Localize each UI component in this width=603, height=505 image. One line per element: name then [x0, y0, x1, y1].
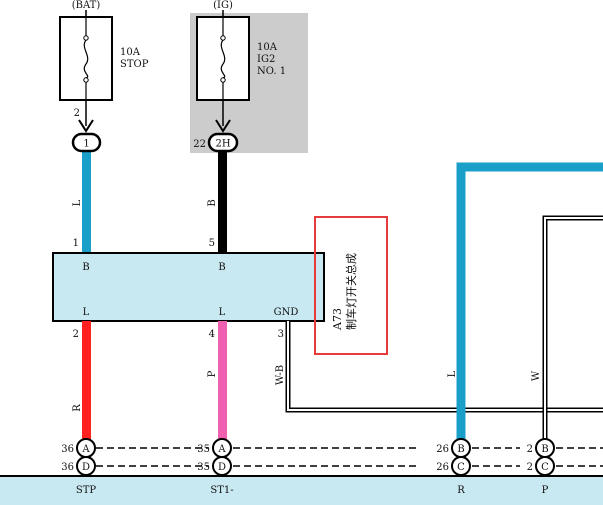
switch-terminal-l2: L — [83, 307, 90, 318]
switch-terminal-b1: B — [82, 262, 89, 273]
wire-color-gnd: W-B — [275, 365, 286, 385]
terminal-stp: STP — [76, 485, 97, 496]
ig-connector-pin: 2H — [215, 139, 230, 150]
connector-circle-c-26: C — [451, 456, 471, 476]
wire-color-right-blue: L — [447, 370, 458, 377]
ig-connector — [207, 132, 239, 153]
stop-fuse — [59, 10, 113, 101]
connector-circle-a-35: A — [212, 438, 232, 458]
connector-num: 2 — [527, 444, 533, 455]
connector-circle-a-36: A — [76, 438, 96, 458]
switch-code: A73 — [331, 308, 344, 331]
stop-fuse-name: STOP — [120, 59, 149, 70]
wire-middle-lower — [218, 321, 227, 441]
connector-num: 35 — [197, 444, 210, 455]
wire-left-upper — [82, 150, 91, 253]
connector-circle-d-35: D — [212, 456, 232, 476]
svg-text:A: A — [217, 444, 226, 455]
arrow-down-icon — [215, 119, 231, 133]
wire-gnd — [285, 321, 603, 413]
switch-terminal-l4: L — [219, 307, 226, 318]
wire-right-blue — [456, 162, 603, 441]
wire-color-middle-lower: P — [207, 370, 218, 377]
switch-terminal-b5: B — [218, 262, 225, 273]
ig2-fuse-pin: 22 — [193, 139, 206, 150]
terminal-r: R — [457, 485, 465, 496]
terminal-st1: ST1- — [210, 485, 233, 496]
ig2-fuse — [196, 10, 250, 101]
wire-color-left-upper: L — [72, 199, 83, 206]
stop-fuse-pin: 2 — [74, 108, 80, 119]
connector-dashes — [96, 447, 603, 467]
stop-lamp-switch — [52, 252, 325, 322]
wire-color-left-lower: R — [72, 404, 83, 412]
svg-text:B: B — [457, 444, 464, 455]
connector-num: 26 — [436, 444, 449, 455]
ig-source-label: (IG) — [213, 0, 233, 11]
switch-pin-1: 1 — [73, 238, 79, 249]
bat-source-label: (BAT) — [72, 0, 101, 11]
connector-num: 36 — [61, 444, 74, 455]
ig2-fuse-rating: 10A — [257, 42, 278, 53]
svg-text:C: C — [457, 462, 465, 473]
connector-circle-b-2: B — [535, 438, 555, 458]
highlight-box — [314, 216, 388, 355]
terminal-p: P — [542, 485, 549, 496]
switch-pin-5: 5 — [209, 238, 215, 249]
wire-color-right-white: W — [531, 370, 542, 381]
svg-text:C: C — [541, 462, 549, 473]
bat-connector-pin: 1 — [83, 139, 89, 150]
svg-text:B: B — [541, 444, 548, 455]
connector-num: 35 — [197, 462, 210, 473]
connector-num: 26 — [436, 462, 449, 473]
connector-num: 36 — [61, 462, 74, 473]
wire-middle-upper — [218, 150, 227, 253]
wire-left-lower — [82, 321, 91, 441]
connector-circle-d-36: D — [76, 456, 96, 476]
switch-pin-2: 2 — [73, 329, 79, 340]
connector-circle-b-26: B — [451, 438, 471, 458]
bottom-module — [0, 475, 603, 505]
wire-color-middle-upper: B — [207, 199, 218, 206]
bat-connector — [71, 132, 102, 153]
ig2-fuse-name-line1: IG2 — [257, 54, 275, 65]
arrow-down-icon — [78, 119, 94, 133]
svg-text:D: D — [82, 462, 90, 473]
connector-num: 2 — [527, 462, 533, 473]
svg-text:A: A — [81, 444, 90, 455]
connector-circle-c-2: C — [535, 456, 555, 476]
svg-text:D: D — [218, 462, 226, 473]
switch-name: 制车灯开关总成 — [344, 253, 358, 330]
switch-pin-3: 3 — [278, 329, 284, 340]
ig2-fuse-name-line2: NO. 1 — [257, 66, 286, 77]
switch-terminal-gnd: GND — [274, 307, 299, 318]
stop-fuse-rating: 10A — [120, 47, 141, 58]
switch-pin-4: 4 — [209, 329, 215, 340]
